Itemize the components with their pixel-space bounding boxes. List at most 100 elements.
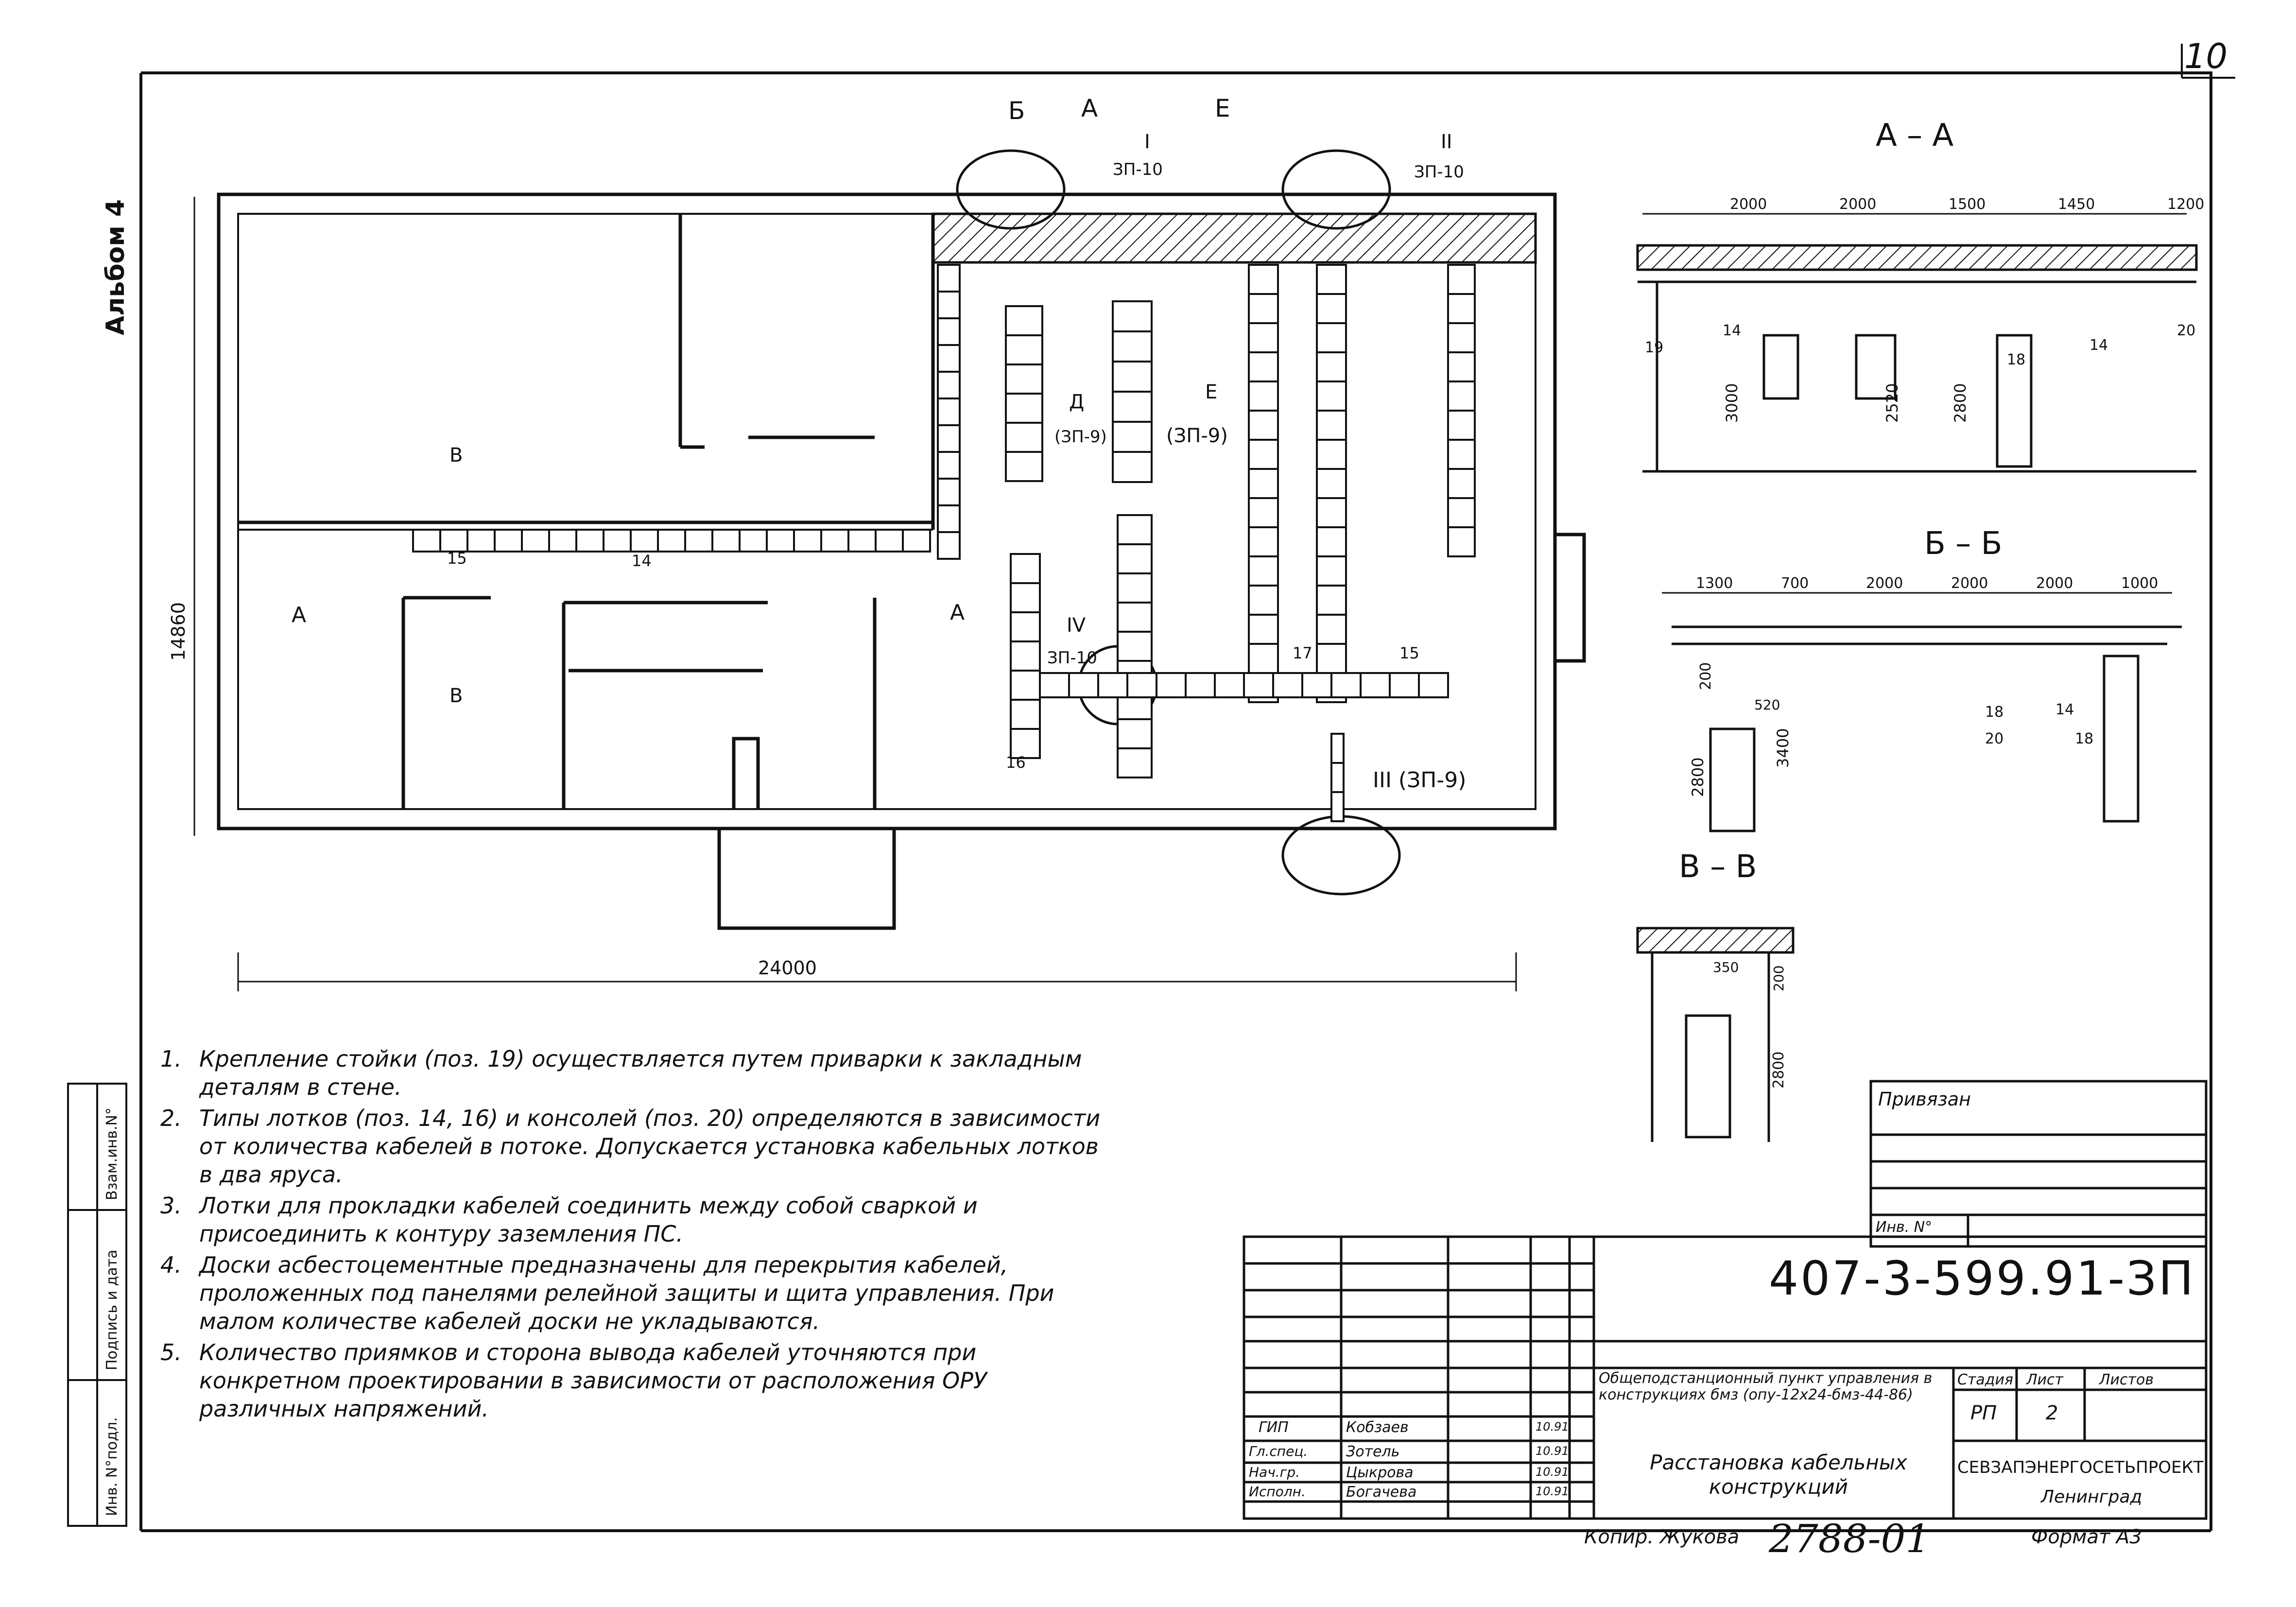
tray-segment	[1447, 468, 1476, 499]
tray-segment	[937, 397, 961, 426]
tray-segment	[1010, 699, 1041, 730]
note-number: 4.	[160, 1252, 182, 1278]
bb-mark-18: 18	[1985, 704, 2003, 721]
section-dim-label: 1450	[2058, 196, 2095, 213]
note-1: 1. Крепление стойки (поз. 19) осуществля…	[160, 1045, 1113, 1101]
note-text: Крепление стойки (поз. 19) осуществляетс…	[199, 1046, 1082, 1100]
tray-segment	[548, 529, 577, 553]
privyazan-inv: Инв. N°	[1876, 1219, 1933, 1236]
tray-segment	[1156, 672, 1187, 698]
aa-mark-18: 18	[2007, 351, 2025, 368]
staff-name-2: Зотель	[1346, 1443, 1400, 1460]
section-aa-title: А – А	[1876, 118, 1953, 154]
tray-segment	[766, 529, 795, 553]
tray-segment	[1243, 672, 1274, 698]
privyazan-table	[1869, 1080, 2208, 1248]
tray-segment	[1316, 264, 1347, 295]
tray-segment	[494, 529, 523, 553]
cut-v-top: В	[449, 444, 463, 467]
tray-segment	[1272, 672, 1303, 698]
note-text: Лотки для прокладки кабелей соединить ме…	[199, 1192, 978, 1247]
tray-segment	[1005, 451, 1043, 482]
bb-height-3400: 3400	[1774, 728, 1792, 768]
staff-name-1: Кобзаев	[1346, 1419, 1409, 1436]
note-4: 4. Доски асбестоцементные предназначены …	[160, 1251, 1113, 1335]
tray-segment	[1330, 791, 1345, 822]
tray-segment	[875, 529, 904, 553]
aa-mark-14a: 14	[1723, 322, 1741, 339]
tray-segment	[1112, 300, 1153, 332]
staff-role-4: Исполн.	[1249, 1484, 1306, 1500]
note-2: 2. Типы лотков (поз. 14, 16) и консолей …	[160, 1104, 1113, 1189]
tray-segment	[1316, 410, 1347, 441]
tray-segment	[1330, 733, 1345, 764]
tray-segment	[466, 529, 496, 553]
section-dim-label: 1000	[2121, 575, 2158, 592]
tray-segment	[439, 529, 468, 553]
tray-segment	[521, 529, 550, 553]
tray-segment	[1330, 672, 1362, 698]
pos-15b: 15	[1399, 644, 1419, 662]
sheets-header: Листов	[2099, 1371, 2154, 1388]
node-1-ref: ЗП-10	[1113, 160, 1163, 179]
tray-segment	[1316, 468, 1347, 499]
tray-segment	[1248, 410, 1279, 441]
tray-segment	[1010, 640, 1041, 672]
staff-name-4: Богачева	[1346, 1484, 1417, 1501]
section-bb-title: Б – Б	[1924, 526, 2003, 562]
tray-segment	[1117, 543, 1153, 574]
node-1-label: I	[1144, 131, 1150, 153]
node-2-ref: ЗП-10	[1414, 162, 1464, 182]
pos-15: 15	[447, 549, 467, 568]
cable-trays	[412, 264, 1476, 822]
tray-segment	[937, 317, 961, 346]
section-dim-label: 2000	[1866, 575, 1903, 592]
tray-segment	[937, 424, 961, 453]
tray-segment	[1316, 555, 1347, 587]
tray-segment	[1126, 672, 1157, 698]
tray-segment	[1330, 762, 1345, 793]
section-dim-label: 2000	[1951, 575, 1988, 592]
detail-e-sheet: (ЗП-9)	[1166, 425, 1228, 447]
note-number: 1.	[160, 1046, 182, 1072]
tray-segment	[711, 529, 741, 553]
tray-segment	[1316, 614, 1347, 645]
cut-label-e: Е	[1215, 94, 1230, 122]
tray-segment	[1301, 672, 1332, 698]
tray-segment	[1248, 439, 1279, 470]
tray-segment	[1316, 497, 1347, 528]
detail-d-ref: Д	[1069, 391, 1084, 413]
stage-value: РП	[1970, 1402, 1997, 1424]
sheet-value: 2	[2046, 1402, 2058, 1424]
tray-segment	[1005, 363, 1043, 395]
drawing-code: 407-3-599.91-ЗП	[1769, 1251, 2195, 1306]
tray-segment	[1389, 672, 1420, 698]
tray-segment	[1248, 322, 1279, 353]
tray-segment	[575, 529, 604, 553]
note-number: 2.	[160, 1105, 182, 1131]
tray-segment	[630, 529, 659, 553]
tray-segment	[937, 531, 961, 560]
tray-segment	[1112, 451, 1153, 483]
tray-segment	[1447, 322, 1476, 353]
tray-segment	[1112, 330, 1153, 363]
tray-segment	[902, 529, 931, 553]
tray-segment	[793, 529, 822, 553]
tray-segment	[1010, 728, 1041, 759]
vv-dim-200: 200	[1771, 966, 1787, 991]
section-vv-title: В – В	[1679, 849, 1757, 885]
title-block	[1243, 1235, 2208, 1520]
tray-segment	[1248, 264, 1279, 295]
section-dim-label: 2000	[2036, 575, 2073, 592]
tray-segment	[1068, 672, 1099, 698]
tray-segment	[1447, 380, 1476, 412]
staff-date-4: 10.91	[1536, 1485, 1569, 1498]
tray-segment	[1039, 672, 1070, 698]
tray-segment	[937, 264, 961, 293]
tray-segment	[1248, 293, 1279, 324]
tray-segment	[1360, 672, 1391, 698]
pos-16: 16	[1006, 753, 1026, 772]
tray-segment	[1010, 611, 1041, 642]
